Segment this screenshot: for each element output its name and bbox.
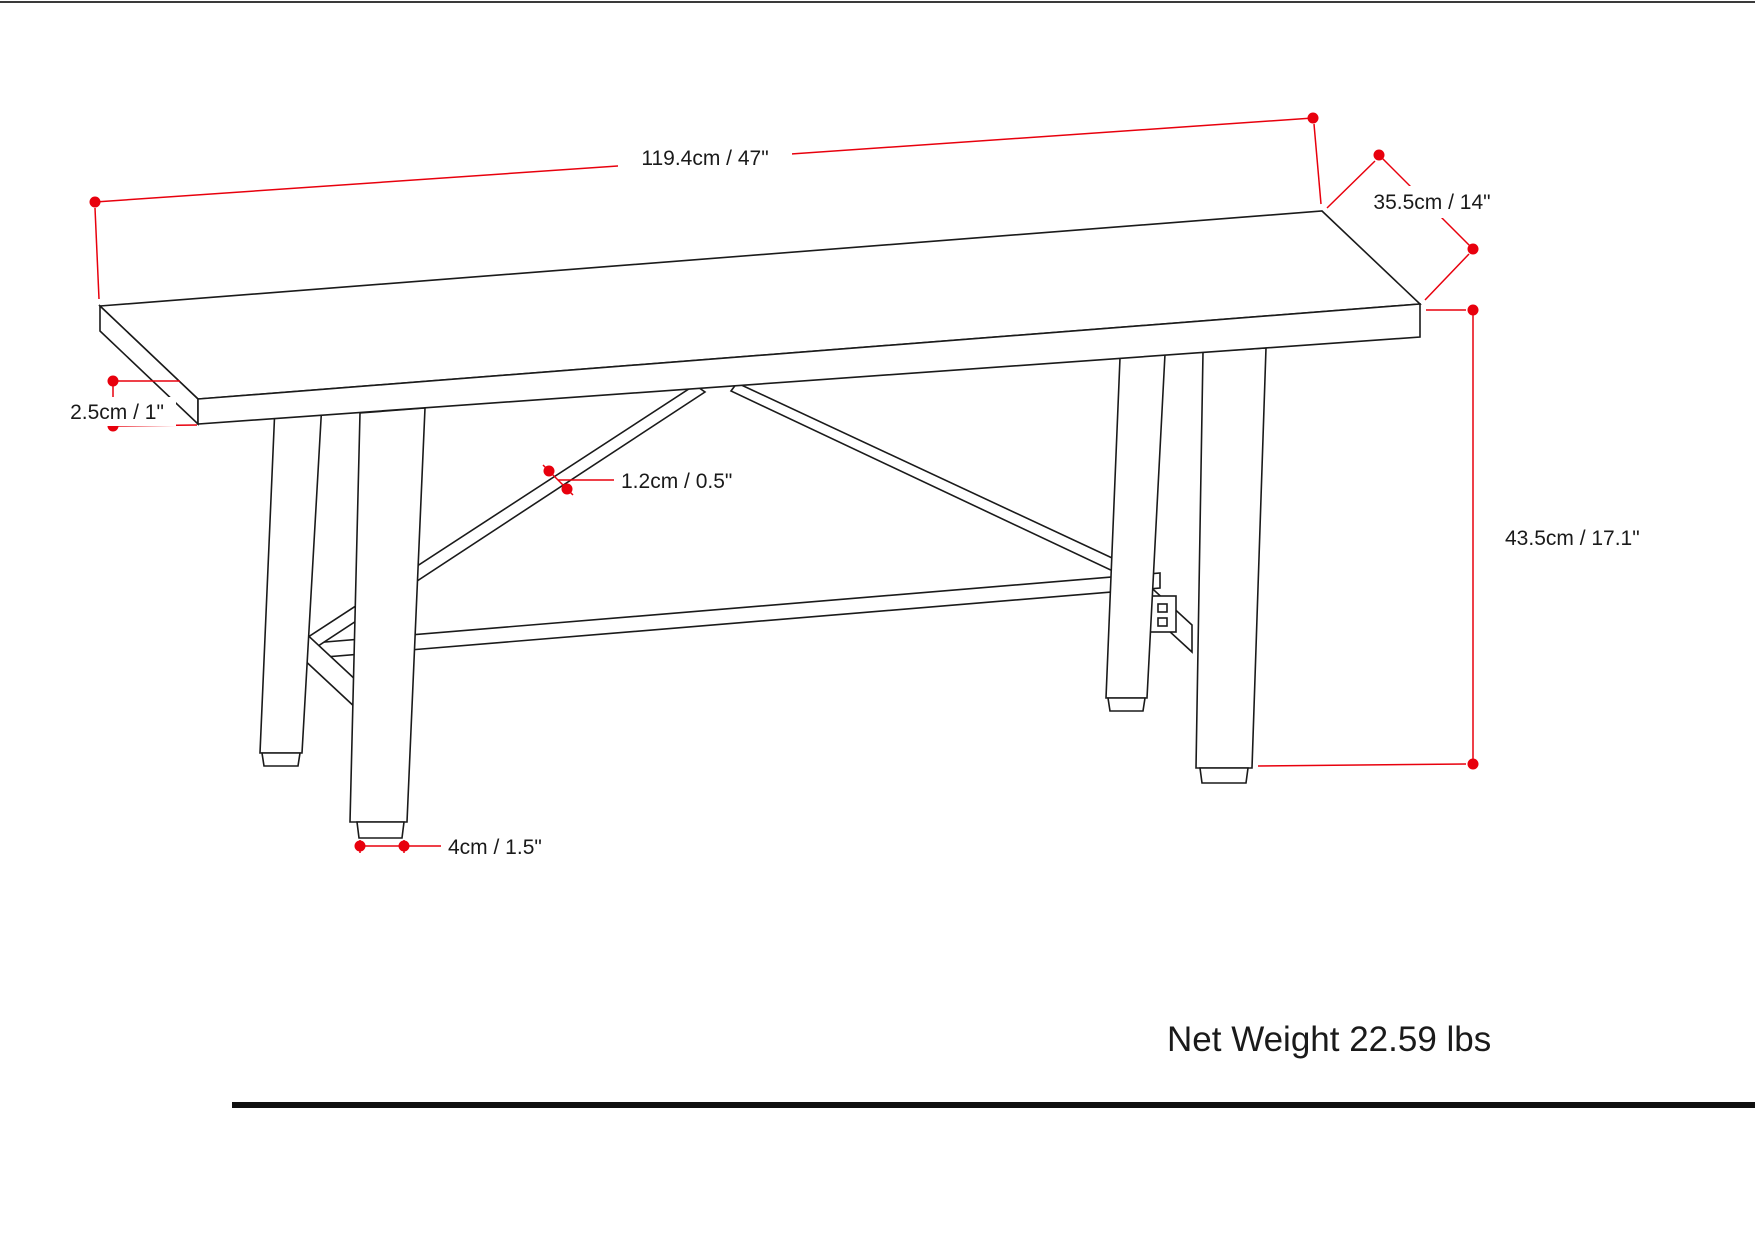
dim-thickness-dot-top <box>107 375 119 387</box>
dim-depth-label-halo <box>1362 186 1502 218</box>
dim-depth: 35.5cm / 14" <box>1326 149 1502 301</box>
dim-depth-dot-bottom <box>1467 243 1479 255</box>
dim-height-label: 43.5cm / 17.1" <box>1505 527 1640 550</box>
dim-brace-label: 1.2cm / 0.5" <box>621 470 732 493</box>
bench-drawing <box>98 210 1422 839</box>
dim-brace-dot-top <box>543 465 555 477</box>
bracket-slot-bottom <box>1157 617 1168 627</box>
right-front-foot <box>1199 767 1249 784</box>
dim-depth-dot-top <box>1373 149 1385 161</box>
left-front-foot <box>356 821 405 839</box>
dim-thickness-label: 2.5cm / 1" <box>70 401 164 424</box>
dim-foot-dot-right <box>398 840 410 852</box>
left-back-leg <box>259 401 323 754</box>
dim-length-ext-right <box>1313 123 1322 205</box>
dim-depth-label: 35.5cm / 14" <box>1373 191 1490 214</box>
bracket-slot-top <box>1157 603 1168 613</box>
dim-length: 119.4cm / 47" <box>89 112 1322 300</box>
dim-depth-ext-bottom <box>1424 253 1470 301</box>
dim-brace-dot-bottom <box>561 483 573 495</box>
dim-brace-thickness: 1.2cm / 0.5" <box>542 464 732 496</box>
right-back-leg <box>1105 353 1166 699</box>
dim-height: 43.5cm / 17.1" <box>1257 304 1640 770</box>
dim-length-dot-right <box>1307 112 1319 124</box>
diagonal-brace-right <box>729 382 1142 583</box>
dim-seat-thickness: 2.5cm / 1" <box>58 375 198 432</box>
dim-thickness-label-halo <box>58 397 176 426</box>
dim-length-label-halo <box>618 140 792 174</box>
dim-length-ext-left <box>94 207 100 300</box>
dim-foot-dot-left <box>354 840 366 852</box>
right-front-leg <box>1195 347 1267 769</box>
left-front-leg <box>349 407 426 823</box>
dim-depth-ext-top <box>1326 160 1376 209</box>
dim-height-dot-bottom <box>1467 758 1479 770</box>
dim-foot-width: 4cm / 1.5" <box>354 836 542 859</box>
seat-front-face <box>197 303 1421 425</box>
dim-foot-label: 4cm / 1.5" <box>448 836 542 859</box>
left-back-foot <box>261 752 301 767</box>
right-back-foot <box>1107 697 1146 712</box>
stretcher-bar <box>312 572 1161 659</box>
dimension-annotations: 119.4cm / 47" 35.5cm / 14" 2.5cm <box>58 112 1640 859</box>
dim-length-dot-left <box>89 196 101 208</box>
dim-height-ext-bottom <box>1257 763 1467 767</box>
net-weight-label: Net Weight 22.59 lbs <box>1167 1020 1491 1059</box>
dim-height-dot-top <box>1467 304 1479 316</box>
dim-length-label: 119.4cm / 47" <box>641 147 768 170</box>
